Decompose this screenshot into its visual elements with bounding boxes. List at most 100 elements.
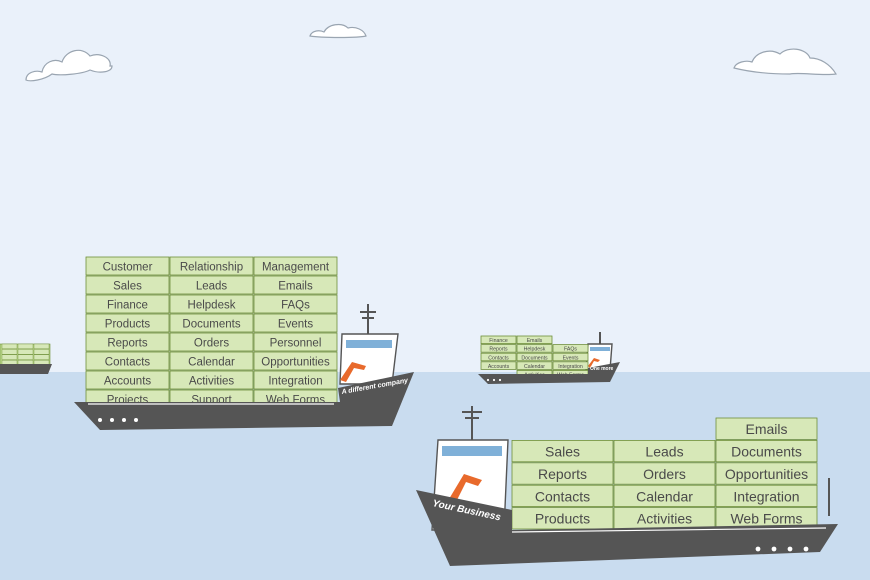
container-label: Calendar bbox=[636, 488, 693, 504]
container bbox=[85, 351, 170, 371]
container bbox=[85, 275, 170, 295]
container bbox=[715, 417, 818, 440]
main-ship-rail bbox=[511, 527, 827, 533]
container bbox=[516, 335, 553, 344]
main-ship-porthole bbox=[787, 546, 793, 552]
container bbox=[85, 313, 170, 333]
container-label: Reports bbox=[538, 466, 587, 482]
container bbox=[33, 349, 50, 355]
container-label: Opportunities bbox=[261, 357, 330, 369]
far-left-hull bbox=[0, 364, 52, 374]
mid-ship-hull bbox=[478, 362, 620, 384]
container-label: Activities bbox=[637, 511, 692, 527]
container-label: Leads bbox=[645, 444, 683, 460]
container bbox=[1, 343, 18, 350]
container-label: Emails bbox=[745, 421, 787, 437]
container bbox=[552, 344, 589, 353]
mid-ship-porthole bbox=[486, 378, 490, 382]
mid-ship-hull-label: One more bbox=[590, 366, 614, 372]
container bbox=[169, 313, 254, 333]
container-label: Finance bbox=[489, 338, 508, 344]
container-label: Events bbox=[563, 355, 579, 361]
container bbox=[552, 352, 589, 362]
container bbox=[613, 439, 716, 463]
container bbox=[516, 361, 553, 370]
mid-ship-window bbox=[590, 347, 610, 351]
main-ship-hull bbox=[416, 490, 838, 566]
container bbox=[253, 294, 338, 314]
container-label: Accounts bbox=[104, 376, 152, 388]
left-ship-window bbox=[346, 340, 392, 348]
container bbox=[511, 462, 614, 485]
container-label: Emails bbox=[527, 338, 543, 344]
container-label: Relationship bbox=[180, 262, 243, 274]
container bbox=[1, 349, 18, 355]
container-label: Opportunities bbox=[725, 466, 808, 482]
main-ship-porthole bbox=[755, 546, 761, 552]
container-label: Helpdesk bbox=[188, 300, 236, 312]
container bbox=[253, 275, 338, 295]
left-ship-porthole bbox=[122, 418, 126, 422]
left-ship-porthole bbox=[110, 418, 114, 422]
container bbox=[85, 332, 170, 352]
container-label: Finance bbox=[107, 300, 148, 312]
left-ship-porthole bbox=[98, 418, 102, 422]
container-label: Contacts bbox=[105, 357, 151, 369]
container bbox=[613, 462, 716, 485]
container-label: Documents bbox=[182, 319, 240, 331]
container-label: Sales bbox=[545, 444, 580, 460]
left-ship-porthole bbox=[134, 418, 138, 422]
container bbox=[169, 275, 254, 295]
container-label: Integration bbox=[733, 488, 799, 504]
container bbox=[33, 354, 50, 360]
container bbox=[169, 351, 254, 371]
container-label: Contacts bbox=[535, 488, 590, 504]
container bbox=[715, 439, 818, 463]
container bbox=[17, 349, 34, 355]
container-label: Reports bbox=[107, 338, 148, 350]
container-label: Products bbox=[105, 319, 151, 331]
container-label: Helpdesk bbox=[524, 347, 546, 353]
container bbox=[613, 484, 716, 508]
main-ship-crane bbox=[446, 474, 482, 506]
container bbox=[480, 361, 517, 370]
container bbox=[253, 351, 338, 371]
container bbox=[253, 313, 338, 333]
container-label: Reports bbox=[489, 347, 508, 353]
container bbox=[33, 343, 50, 350]
container-label: Products bbox=[535, 511, 590, 527]
container-label: Calendar bbox=[188, 357, 235, 369]
container bbox=[253, 332, 338, 352]
container bbox=[169, 294, 254, 314]
mid-ship-crane bbox=[588, 358, 600, 368]
container bbox=[17, 354, 34, 360]
container bbox=[715, 484, 818, 508]
left-ship-hull bbox=[74, 372, 414, 430]
container bbox=[253, 256, 338, 276]
main-ship-porthole bbox=[803, 546, 809, 552]
container-label: Customer bbox=[103, 262, 153, 274]
container bbox=[85, 294, 170, 314]
container bbox=[516, 352, 553, 362]
mid-ship-porthole bbox=[492, 378, 496, 382]
container-label: Calendar bbox=[524, 364, 545, 370]
cloud-center bbox=[309, 23, 367, 39]
container bbox=[480, 335, 517, 344]
cloud-right bbox=[733, 48, 837, 76]
container-label: Orders bbox=[643, 466, 686, 482]
container bbox=[480, 352, 517, 362]
container bbox=[1, 354, 18, 360]
ship-far-left bbox=[0, 343, 52, 374]
main-ship-porthole bbox=[771, 546, 777, 552]
container-label: Events bbox=[278, 319, 313, 331]
container bbox=[169, 370, 254, 390]
container bbox=[253, 370, 338, 390]
left-ship-crane bbox=[340, 362, 366, 382]
container bbox=[480, 344, 517, 353]
